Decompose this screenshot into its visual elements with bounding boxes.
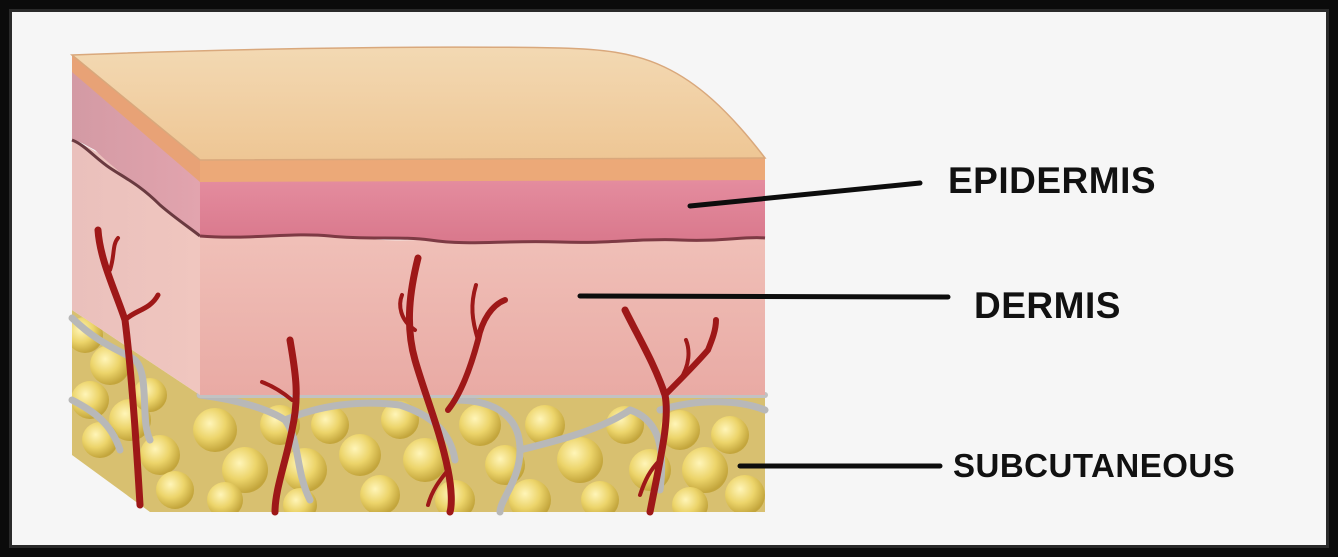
dermis-leader-line <box>577 293 951 300</box>
epidermis-layer <box>72 55 766 245</box>
dermis-layer <box>72 140 765 395</box>
subcutaneous-label: SUBCUTANEOUS <box>953 447 1236 484</box>
epidermis-label: EPIDERMIS <box>948 160 1157 201</box>
subcutaneous-layer <box>68 310 769 516</box>
leader-lines <box>577 180 951 469</box>
epidermis-side <box>71 55 201 238</box>
dermis-label: DERMIS <box>974 285 1121 326</box>
epidermis-leader-line <box>687 180 923 209</box>
skin-surface <box>69 46 767 161</box>
blood-vessels <box>94 226 719 516</box>
